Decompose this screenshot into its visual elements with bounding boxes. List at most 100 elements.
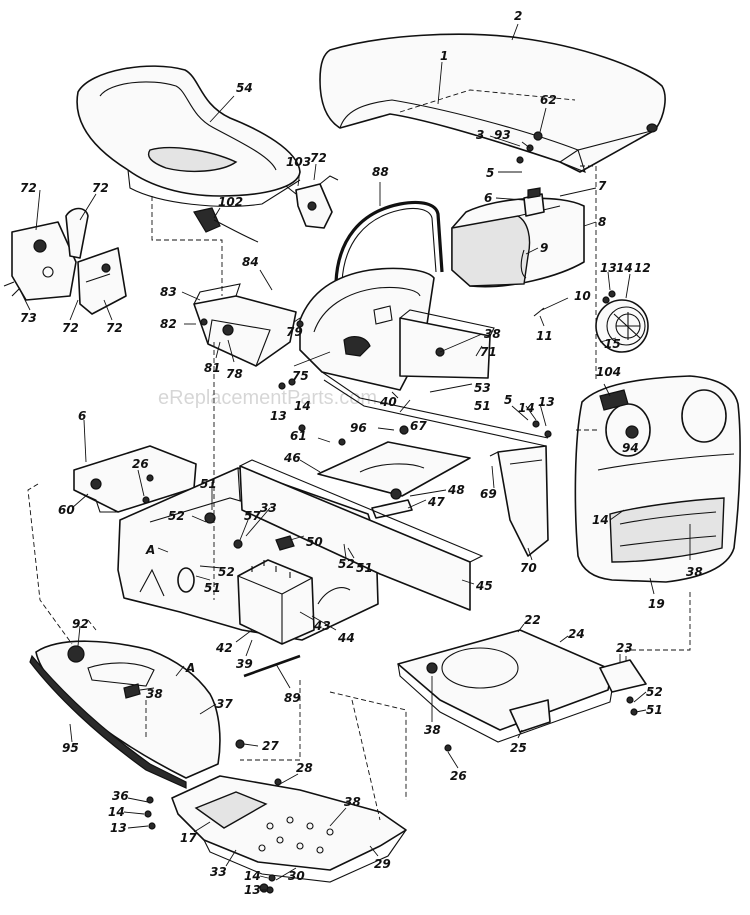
control-lever-part — [3, 207, 89, 301]
callout-label: 52 — [168, 509, 185, 523]
fuel-tank-part — [451, 187, 585, 288]
callout-label: 57 — [244, 509, 261, 523]
frame-rail-part — [239, 459, 484, 611]
callout-label: 60 — [58, 503, 75, 517]
callout-label: 102 — [218, 195, 243, 209]
mount-plate-part — [317, 441, 471, 519]
callout-label: 61 — [290, 429, 307, 443]
callout-label: 5 — [504, 393, 512, 407]
callout-label: 1 — [440, 49, 448, 63]
callout-label: 14 — [616, 261, 633, 275]
callout-label: 15 — [604, 337, 621, 351]
callout-label: 78 — [226, 367, 243, 381]
seat-bracket-part — [193, 283, 297, 367]
callout-label: 22 — [524, 613, 541, 627]
callout-label: 26 — [132, 457, 149, 471]
callout-label: 72 — [92, 181, 109, 195]
grille-part — [574, 375, 741, 583]
callout-label: 17 — [180, 831, 197, 845]
throttle-cable-part — [193, 207, 259, 243]
dash-panel-part — [299, 267, 549, 447]
callout-label: 42 — [215, 641, 233, 655]
callout-label: 24 — [568, 627, 585, 641]
rod-part — [243, 654, 301, 678]
callout-label: 75 — [292, 369, 309, 383]
callout-label: 50 — [306, 535, 323, 549]
footrest-part — [171, 775, 407, 893]
callout-label: 14 — [518, 401, 535, 415]
callout-label: 72 — [62, 321, 79, 335]
callout-label: 53 — [474, 381, 491, 395]
callout-label: 51 — [646, 703, 663, 717]
callout-label: 8 — [598, 215, 606, 229]
callout-label: A — [145, 543, 155, 557]
callout-label: 29 — [374, 857, 391, 871]
callout-label: 38 — [146, 687, 163, 701]
control-bracket-part — [77, 247, 127, 315]
callout-label: 69 — [480, 487, 497, 501]
callout-label: 72 — [310, 151, 327, 165]
callout-label: 47 — [427, 495, 445, 509]
callout-label: 82 — [160, 317, 177, 331]
callout-label: 51 — [356, 561, 373, 575]
callout-label: 30 — [288, 869, 305, 883]
callout-label: 84 — [242, 255, 259, 269]
callout-label: 45 — [475, 579, 493, 593]
callout-label: 104 — [596, 365, 621, 379]
callout-label: 10 — [574, 289, 591, 303]
callout-leader-lines — [19, 23, 691, 891]
callout-label: 94 — [622, 441, 639, 455]
hitch-part — [599, 659, 647, 693]
callout-label: 6 — [484, 191, 492, 205]
callout-label: 13 — [600, 261, 617, 275]
callout-label: 67 — [410, 419, 427, 433]
callout-label: 70 — [520, 561, 537, 575]
callout-labels: 1 2 62 3 93 5 7 6 8 9 10 11 13 14 12 15 … — [20, 9, 703, 897]
callout-label: 73 — [20, 311, 37, 325]
callout-label: 46 — [283, 451, 301, 465]
fastener-parts — [142, 131, 638, 894]
callout-label: 93 — [494, 128, 511, 142]
callout-label: 19 — [648, 597, 665, 611]
callout-label: 38 — [344, 795, 361, 809]
callout-label: 14 — [592, 513, 609, 527]
callout-label: 6 — [78, 409, 86, 423]
callout-label: 83 — [160, 285, 177, 299]
callout-label: 95 — [62, 741, 79, 755]
callout-label: 27 — [262, 739, 279, 753]
callout-label: 72 — [20, 181, 37, 195]
battery-part — [237, 559, 315, 645]
callout-label: 13 — [270, 409, 287, 423]
fender-trim-part — [29, 654, 187, 789]
callout-label: 81 — [204, 361, 221, 375]
callout-label: 51 — [204, 581, 221, 595]
callout-label: 13 — [244, 883, 261, 897]
callout-label: 33 — [210, 865, 227, 879]
assembly-guide-lines — [27, 165, 691, 821]
throttle-control-part — [285, 175, 339, 229]
callout-label: 92 — [72, 617, 89, 631]
callout-label: 88 — [372, 165, 389, 179]
callout-label: 5 — [486, 166, 494, 180]
dash-trim-part — [334, 200, 444, 283]
watermark-text: eReplacementParts.com — [158, 387, 377, 409]
callout-label: 13 — [538, 395, 555, 409]
callout-label: 89 — [284, 691, 301, 705]
callout-label: 13 — [110, 821, 127, 835]
callout-label: 14 — [108, 805, 125, 819]
callout-label: 14 — [244, 869, 261, 883]
callout-label: 26 — [450, 769, 467, 783]
callout-label: 33 — [260, 501, 277, 515]
callout-label: 39 — [236, 657, 253, 671]
callout-label: 7 — [598, 179, 607, 193]
callout-label: 44 — [337, 631, 355, 645]
callout-label: 36 — [112, 789, 129, 803]
callout-label: 38 — [686, 565, 703, 579]
callout-label: 103 — [286, 155, 311, 169]
callout-label: 72 — [106, 321, 123, 335]
callout-label: 2 — [514, 9, 522, 23]
callout-label: 37 — [216, 697, 233, 711]
callout-label: 71 — [480, 345, 497, 359]
callout-label: 11 — [536, 329, 553, 343]
